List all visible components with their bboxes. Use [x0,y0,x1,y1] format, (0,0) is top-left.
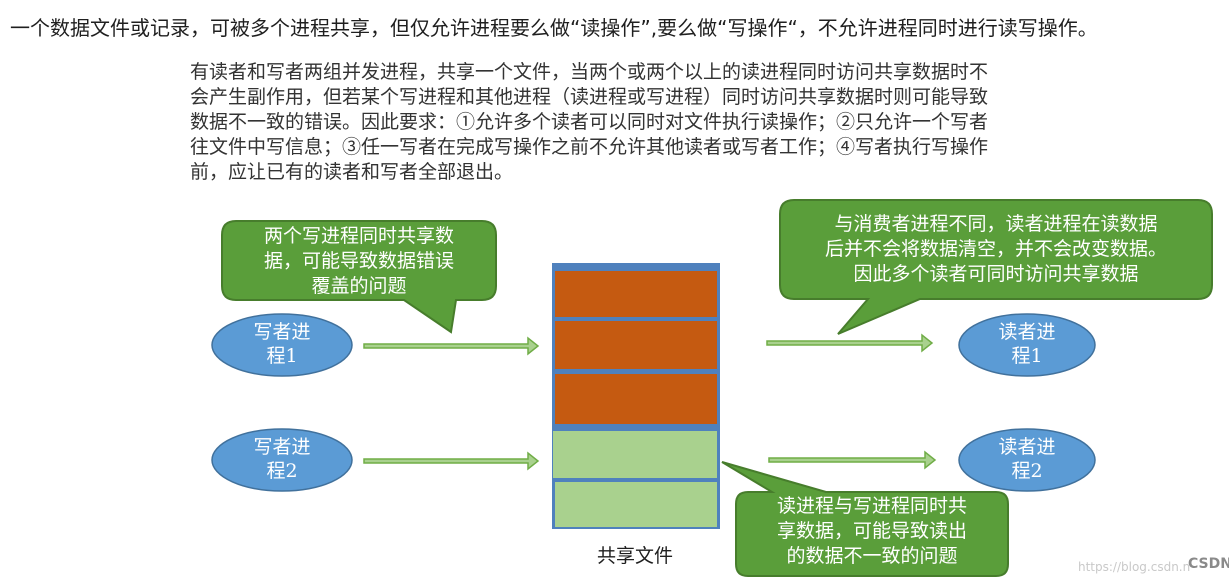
file-block-written [555,321,717,369]
writers-callout-text: 两个写进程同时共享数 据，可能导致数据错误 覆盖的问题 [263,225,454,297]
readers-callout-bubble [779,199,1213,335]
intro-line: 有读者和写者两组并发进程，共享一个文件，当两个或两个以上的读进程同时访问共享数据… [190,61,989,83]
writer-2-arrow [363,451,540,471]
writer-process-1-label: 写者进 程1 [253,321,311,367]
writer-process-2-label: 写者进 程2 [253,436,311,482]
headline: 一个数据文件或记录，可被多个进程共享，但仅允许进程要么做“读操作”,要么做“写操… [10,16,1098,40]
shared-file-label: 共享文件 [596,545,673,567]
intro-line: 前，应让已有的读者和写者全部退出。 [190,161,514,183]
reader-process-1-ellipse [958,313,1096,377]
reader-process-1-label: 读者进 程1 [998,321,1056,367]
reader-1-arrow [766,333,934,353]
writer-process-1-ellipse [211,313,353,377]
reader-process-2-ellipse [958,428,1096,492]
file-block-written [555,374,717,424]
writers-callout-bubble [221,220,497,334]
file-block-empty [553,431,717,478]
file-block-written [555,271,717,317]
intro-line: 会产生副作用，但若某个写进程和其他进程（读进程或写进程）同时访问共享数据时则可能… [190,86,989,108]
read-write-callout-text: 读进程与写进程同时共 享数据，可能导致读出 的数据不一致的问题 [776,495,967,567]
file-block-empty [555,482,717,527]
writer-1-arrow [363,336,540,356]
intro-line: 往文件中写信息；③任一写者在完成写操作之前不允许其他读者或写者工作；④写者执行写… [190,136,989,158]
readers-callout-text: 与消费者进程不同，读者进程在读数据 后并不会将数据清空，并不会改变数据。 因此多… [824,213,1167,285]
watermark-url: https://blog.csdn.n [1078,560,1191,574]
read-write-callout-bubble [721,461,1009,577]
csdn-logo: CSDN [1188,556,1229,572]
writer-process-2-ellipse [211,428,353,492]
intro-paragraph: 有读者和写者两组并发进程，共享一个文件，当两个或两个以上的读进程同时访问共享数据… [190,60,1190,185]
reader-process-2-label: 读者进 程2 [998,436,1056,482]
intro-line: 数据不一致的错误。因此要求：①允许多个读者可以同时对文件执行读操作；②只允许一个… [190,111,989,133]
reader-2-arrow [768,450,937,470]
